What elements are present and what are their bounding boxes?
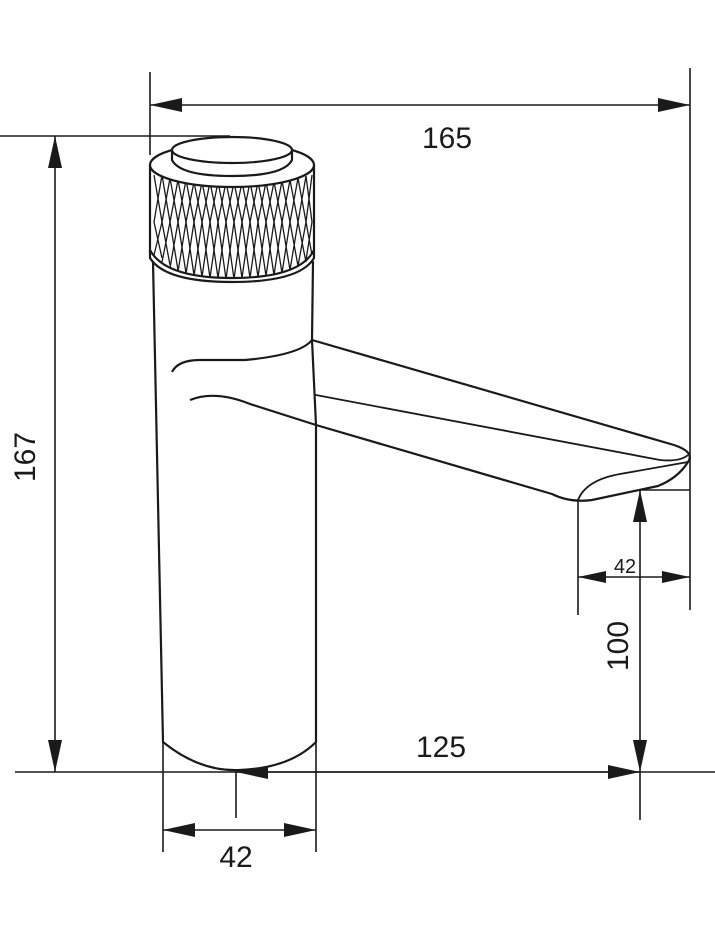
dim-label-spout-reach: 125 — [416, 731, 466, 764]
arrowhead — [163, 823, 195, 837]
knurl-pattern — [153, 174, 313, 280]
arrowhead — [578, 571, 606, 583]
arrowhead — [608, 765, 640, 779]
arrowhead — [633, 740, 647, 772]
dim-label-overall-width: 165 — [422, 122, 472, 155]
dimension-spout-height: 100 — [602, 490, 647, 772]
dimension-overall-width: 165 — [150, 98, 690, 155]
dim-label-base-diameter: 42 — [219, 841, 252, 874]
faucet-handle-cap-top — [170, 135, 294, 165]
knurl-bottom-edge — [149, 249, 315, 280]
dimension-overall-height: 167 — [9, 136, 62, 772]
spout-outlet-edge — [577, 461, 689, 501]
dim-label-spout-height: 100 — [602, 621, 635, 671]
spout-root-bottom — [189, 394, 317, 427]
arrowhead — [150, 98, 182, 112]
faucet-column — [151, 260, 318, 772]
arrowhead — [48, 740, 62, 772]
dimension-base-diameter: 42 — [163, 823, 316, 874]
faucet-body — [148, 135, 691, 772]
dim-label-outlet-width: 42 — [614, 556, 636, 578]
dimension-spout-reach: 125 — [236, 731, 640, 779]
dimension-outlet-width: 42 — [578, 556, 690, 583]
arrowhead — [662, 571, 690, 583]
arrowhead — [48, 136, 62, 168]
dim-label-overall-height: 167 — [9, 432, 42, 482]
spout-root-top — [171, 339, 313, 373]
arrowhead — [658, 98, 690, 112]
arrowhead — [284, 823, 316, 837]
arrowhead — [633, 490, 647, 522]
